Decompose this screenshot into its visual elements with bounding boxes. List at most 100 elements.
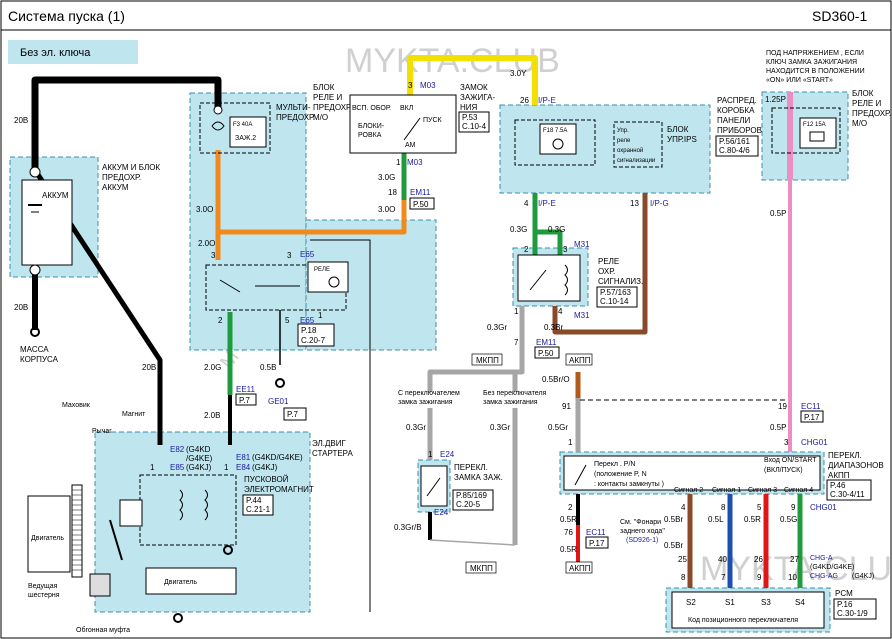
page-ref: P.46: [830, 481, 846, 490]
wire-yellow: [407, 55, 538, 105]
switch-contact-icon: [574, 464, 587, 486]
pcm-pin: S1: [725, 598, 735, 607]
page-ref-box: [283, 407, 307, 421]
page-ref: P.53: [462, 113, 478, 122]
dash-label: ПРИБОРОВ: [717, 126, 762, 135]
clutch-icon: [89, 573, 111, 597]
wire-label: 20B: [14, 116, 28, 125]
relay-pin: 1: [318, 311, 323, 320]
pin-label: 1: [428, 450, 433, 459]
relay-pin: 3: [211, 251, 216, 260]
relay-switch-icon: [219, 279, 300, 293]
page-ref-box: [715, 135, 759, 157]
ips-label: сигнализации: [617, 158, 655, 164]
wire-label: 3.0G: [378, 173, 395, 182]
wire-orange-horizontal: [218, 200, 407, 235]
ecm-note: ПОД НАПРЯЖЕНИЕМ , ЕСЛИ: [766, 50, 864, 57]
relay-code: E65: [300, 250, 315, 259]
alarm-code: M31: [574, 311, 590, 320]
start-label: Вход ON/START: [764, 457, 817, 464]
page-ref: P.17: [804, 413, 820, 422]
ign-pin: 3: [408, 81, 413, 90]
wire-label: 0.5P: [770, 423, 786, 432]
relay-block-label: ПРЕДОХР.: [276, 113, 315, 122]
alarm-pin: 3: [563, 245, 568, 254]
page-ref: C.20-7: [301, 336, 326, 345]
relay-pin: 3: [287, 251, 292, 260]
pcm-pin: S3: [761, 598, 771, 607]
ground-label: КОРПУСА: [20, 355, 59, 364]
alarm-pin: 2: [524, 245, 529, 254]
clutch-label: Обгонная муфта: [76, 626, 130, 634]
pn-label: (положение P, N: [594, 471, 647, 478]
note-link[interactable]: (SD926-1): [626, 537, 658, 544]
ips-relay: [613, 121, 663, 168]
page-ref-box: [458, 111, 490, 133]
page-ref: P.7: [239, 396, 251, 405]
page-ref: C.10-14: [600, 297, 629, 306]
tag-mkpp-label: МКПП: [470, 564, 493, 573]
page-ref-box: [585, 536, 609, 549]
starter-label: СТАРТЕРА: [312, 449, 353, 458]
ign-position: ВСП. ОБОР.: [352, 105, 391, 112]
battery-block-label: ПРЕДОХР.: [102, 173, 141, 182]
page-ref-box: [534, 346, 560, 359]
ign-sw-label: ЗАМКА ЗАЖ.: [454, 473, 503, 482]
wire-ipg-brown: [552, 193, 648, 335]
conn-code: E84: [236, 463, 251, 472]
tag-akpp-label: АКПП: [569, 564, 591, 573]
page-ref: P.16: [837, 600, 853, 609]
conn-note: (G4KD/G4KE): [810, 564, 854, 571]
alarm-label: СИГНАЛИЗ.: [598, 277, 643, 286]
relay-coil-icon: [328, 276, 340, 288]
ips-label: реле: [617, 138, 631, 144]
gear-label: Ведущая: [28, 583, 58, 590]
ground-code: GE01: [268, 397, 289, 406]
relay-block-label: ПРЕДОХР.: [313, 103, 352, 112]
conn-code: E24: [434, 508, 449, 517]
pcm-footer: Код позиционного переключателя: [688, 617, 798, 624]
dash-code: I/P-E: [538, 199, 556, 208]
wire-label: 20B: [14, 303, 28, 312]
wire-label: 0.5G: [780, 515, 797, 524]
pin-label: 40: [718, 555, 727, 564]
conn-note: (G4KJ): [252, 463, 278, 472]
pcm-pin: S4: [795, 598, 805, 607]
ign-pin: 1: [396, 158, 401, 167]
diagram-code: SD360-1: [812, 8, 867, 24]
dash-label: ПАНЕЛИ: [717, 116, 750, 125]
dash-pin: 13: [630, 199, 639, 208]
pin-label: 9: [757, 573, 762, 582]
wire-label: 0.3G: [548, 225, 565, 234]
ign-position: БЛОКИ-: [358, 123, 385, 130]
page-ref: P.7: [287, 410, 299, 419]
ecm-block: М/О: [852, 119, 867, 128]
variant-label: С переключателем: [398, 390, 460, 397]
page-ref: P.50: [413, 200, 429, 209]
fuse-rating: F18 7.5A: [543, 128, 567, 134]
dash-fuse-block: [499, 104, 711, 194]
fuse-name: ЗАЖ.2: [235, 135, 256, 142]
flywheel-icon: [71, 484, 83, 578]
pin-label: 8: [721, 503, 726, 512]
pcm-label: PCM: [835, 589, 853, 598]
flywheel-teeth-icon: [72, 489, 82, 571]
ground-icon: [30, 327, 40, 337]
conn-code: E24: [440, 450, 455, 459]
signal-label: Сигнал 4: [784, 487, 813, 494]
conn-note: (G4KD/G4KE): [252, 453, 303, 462]
tag-akpp: [565, 353, 593, 366]
wire-label: 20B: [142, 363, 156, 372]
range-label: ДИАПАЗОНОВ: [828, 461, 884, 470]
pin-label: 1: [150, 463, 155, 472]
wire-label: 0.5P: [770, 209, 786, 218]
wire-label: 0.5R: [744, 515, 761, 524]
page-title: Система пуска (1): [8, 8, 125, 24]
relay-switch-icon: [529, 269, 547, 291]
wire-label: 1.25P: [765, 95, 786, 104]
dash-label: КОРОБКА: [717, 106, 755, 115]
start-label: (ВКЛ/ПУСК): [764, 467, 803, 474]
page-ref-box: [826, 479, 872, 501]
engine-box: [27, 495, 71, 573]
alarm-code: M31: [574, 240, 590, 249]
